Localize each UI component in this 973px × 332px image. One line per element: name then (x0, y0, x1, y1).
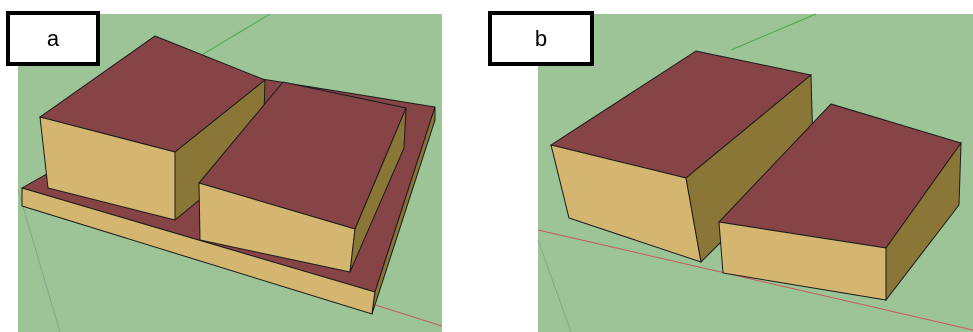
building-2-a (198, 81, 407, 273)
green-axis-b (730, 13, 817, 51)
building-1-b (549, 50, 814, 264)
panel-a (0, 0, 442, 332)
base-pad-side (371, 106, 436, 315)
panel-label-b-text: b (534, 25, 548, 51)
panel-label-a: a (6, 11, 100, 66)
building-2-side (349, 107, 407, 273)
panel-b (531, 0, 973, 332)
panel-label-a-text: a (46, 25, 60, 51)
panel-label-b: b (488, 11, 594, 66)
building-2-b-side (885, 141, 962, 302)
blue-axis-a (17, 189, 61, 332)
panel-b-scene (537, 13, 973, 332)
blue-axis-b (537, 239, 572, 332)
panel-a-scene (17, 13, 442, 332)
red-axis-b (537, 229, 973, 331)
building-1-a (38, 35, 266, 222)
green-axis-a (189, 13, 271, 63)
building-2-b (717, 103, 962, 302)
